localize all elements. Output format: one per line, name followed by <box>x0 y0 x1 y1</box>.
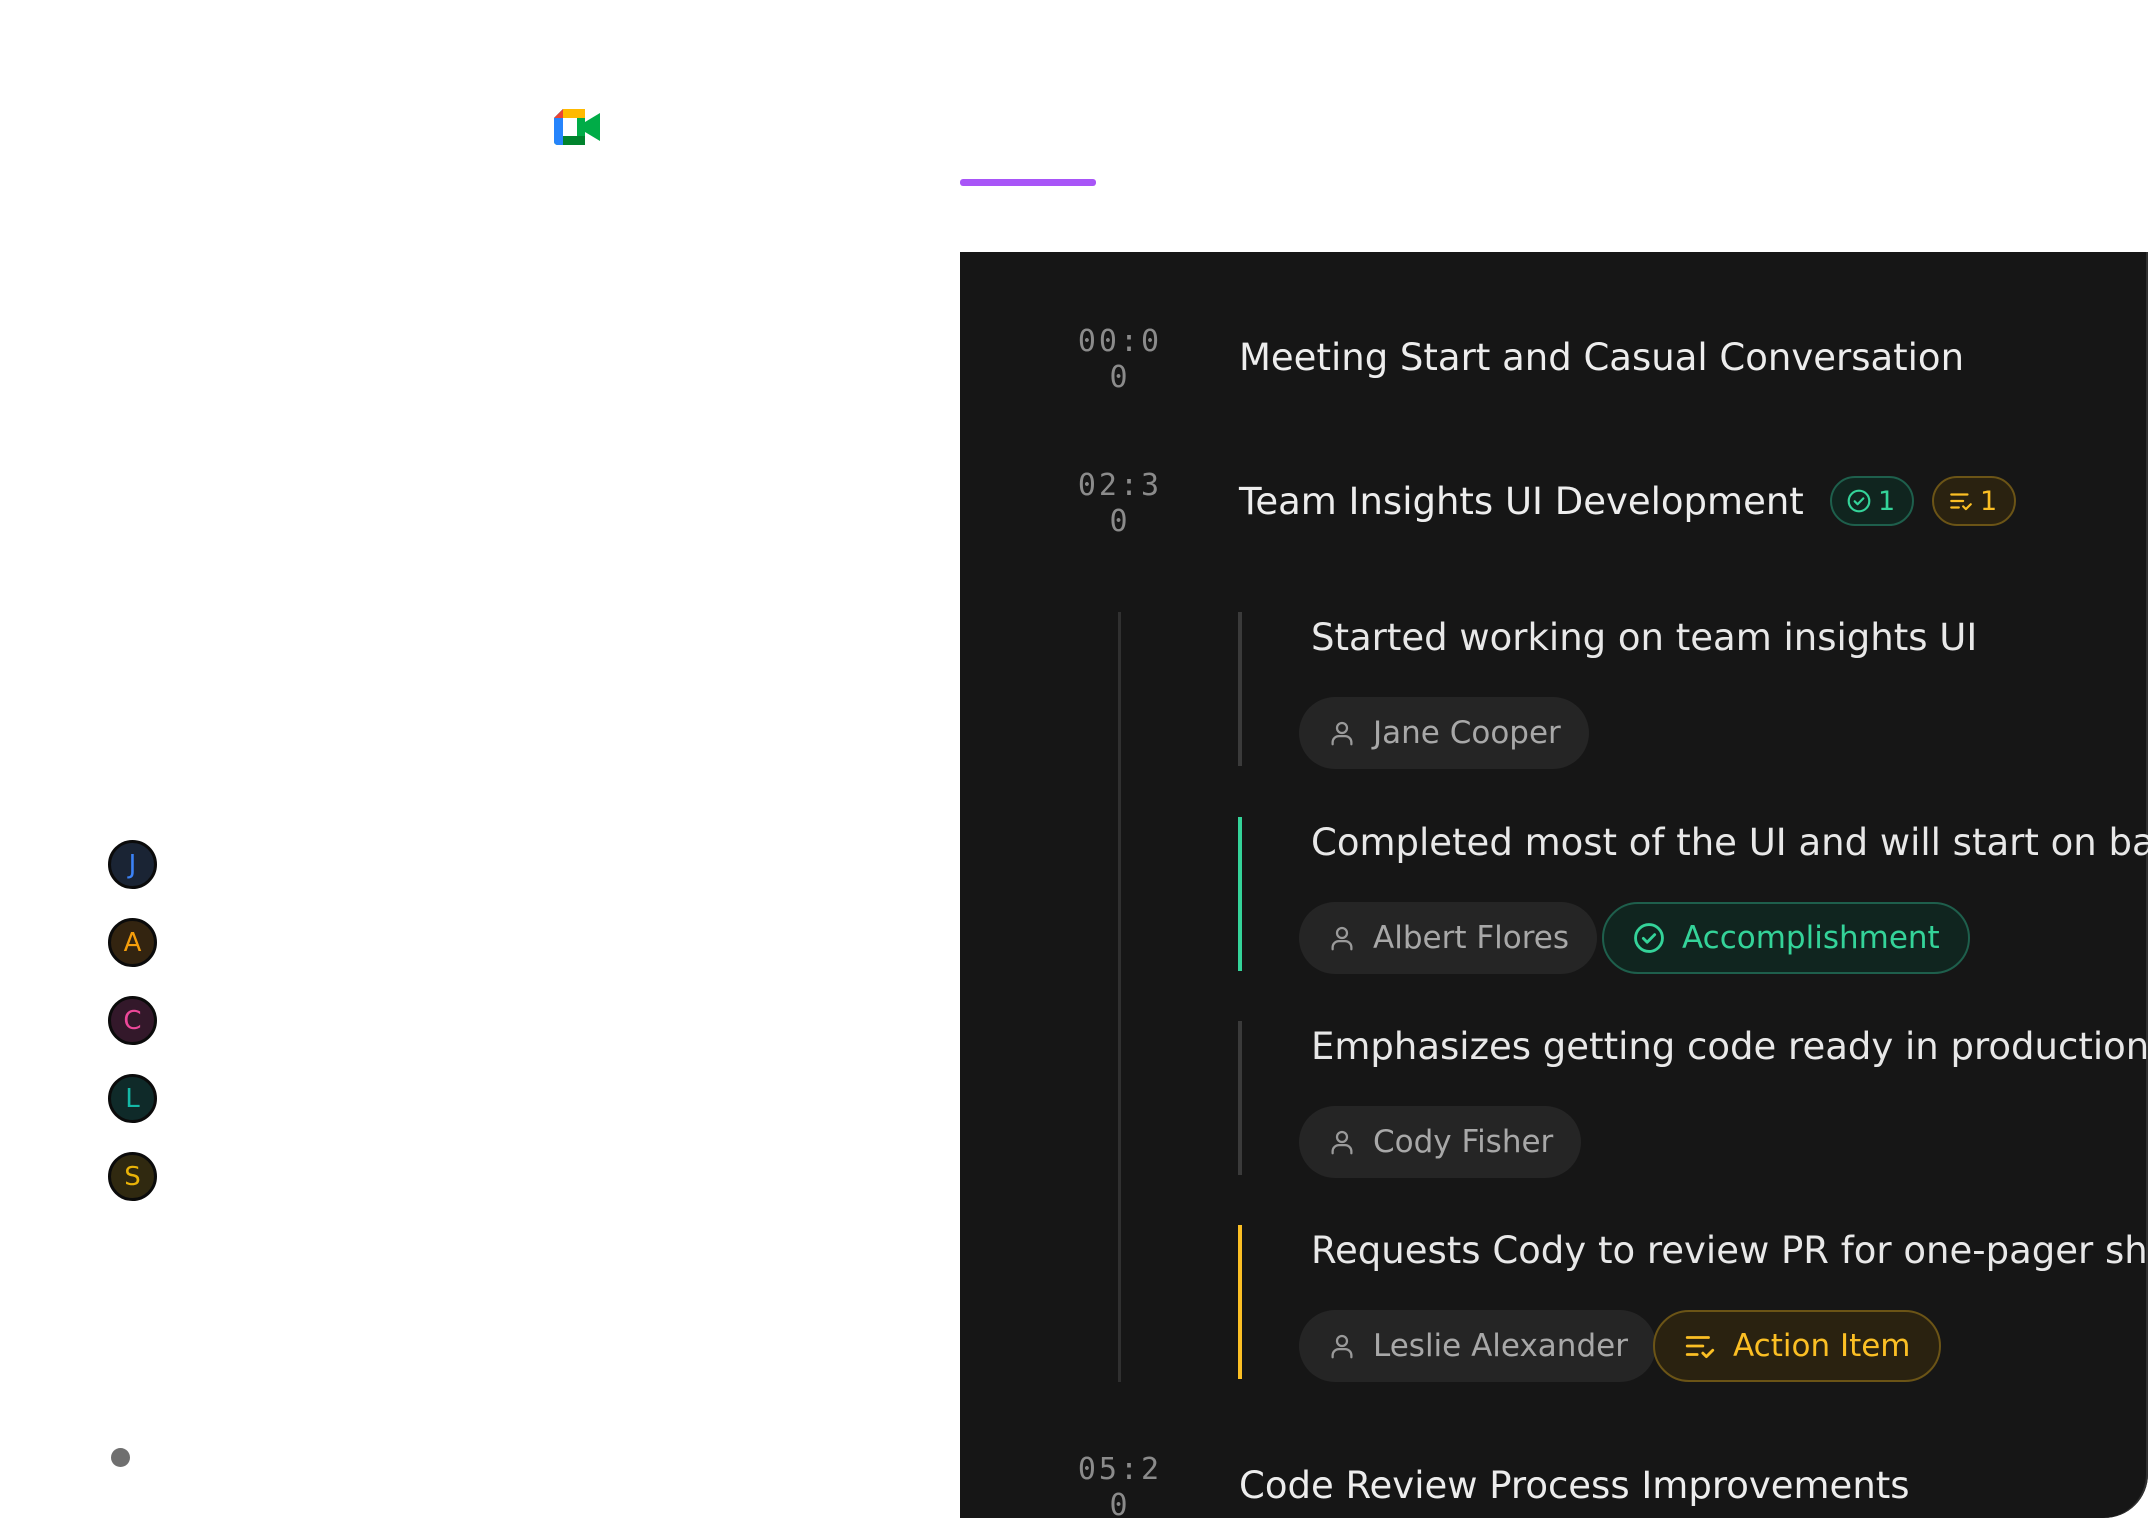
item-marker-bar <box>1238 612 1242 766</box>
segment-title[interactable]: Meeting Start and Casual Conversation <box>1239 336 1965 379</box>
speaker-name: Cody Fisher <box>1373 1124 1554 1160</box>
list-check-icon <box>1948 488 1974 514</box>
segment-timestamp[interactable]: 05:20 <box>1077 1452 1163 1518</box>
avatar-leslie[interactable]: L <box>108 1074 157 1123</box>
thread-line <box>1118 612 1121 1382</box>
speaker-name: Leslie Alexander <box>1373 1328 1628 1364</box>
segment-title[interactable]: Team Insights UI Development <box>1239 480 1804 523</box>
item-marker-bar <box>1238 817 1242 971</box>
avatar-s[interactable]: S <box>108 1152 157 1201</box>
avatar-albert[interactable]: A <box>108 918 157 967</box>
status-dot <box>111 1448 130 1467</box>
segment-timestamp[interactable]: 02:30 <box>1077 468 1163 539</box>
summary-item-text[interactable]: Completed most of the UI and will start … <box>1311 821 2148 864</box>
check-circle-icon <box>1632 921 1666 955</box>
person-icon <box>1327 923 1357 953</box>
action-item-tag[interactable]: Action Item <box>1653 1310 1941 1382</box>
summary-item-text[interactable]: Emphasizes getting code ready in product… <box>1311 1025 2148 1068</box>
avatar-cody[interactable]: C <box>108 996 157 1045</box>
speaker-name: Jane Cooper <box>1373 715 1561 751</box>
person-icon <box>1327 1331 1357 1361</box>
speaker-name: Albert Flores <box>1373 920 1570 956</box>
meeting-summary-panel[interactable]: 00:00 Meeting Start and Casual Conversat… <box>960 252 2148 1518</box>
accomplishment-count-badge[interactable]: 1 <box>1830 476 1914 526</box>
accomplishment-tag[interactable]: Accomplishment <box>1602 902 1970 974</box>
item-marker-bar <box>1238 1021 1242 1175</box>
speaker-chip[interactable]: Albert Flores <box>1299 902 1598 974</box>
list-check-icon <box>1683 1329 1717 1363</box>
accomplishment-count: 1 <box>1878 485 1896 517</box>
action-item-count: 1 <box>1980 485 1998 517</box>
speaker-chip[interactable]: Leslie Alexander <box>1299 1310 1656 1382</box>
segment-timestamp[interactable]: 00:00 <box>1077 324 1163 395</box>
item-marker-bar <box>1238 1225 1242 1379</box>
speaker-chip[interactable]: Jane Cooper <box>1299 697 1589 769</box>
google-meet-icon <box>554 109 600 145</box>
summary-item-text[interactable]: Requests Cody to review PR for one-pager… <box>1311 1229 2148 1272</box>
active-tab-indicator <box>960 179 1096 186</box>
tag-label: Accomplishment <box>1682 920 1940 956</box>
tag-label: Action Item <box>1733 1328 1911 1364</box>
person-icon <box>1327 718 1357 748</box>
speaker-chip[interactable]: Cody Fisher <box>1299 1106 1582 1178</box>
segment-title[interactable]: Code Review Process Improvements <box>1239 1464 1910 1507</box>
check-circle-icon <box>1846 488 1872 514</box>
person-icon <box>1327 1127 1357 1157</box>
action-item-count-badge[interactable]: 1 <box>1932 476 2016 526</box>
summary-item-text[interactable]: Started working on team insights UI <box>1311 616 1978 659</box>
avatar-jane[interactable]: J <box>108 840 157 889</box>
